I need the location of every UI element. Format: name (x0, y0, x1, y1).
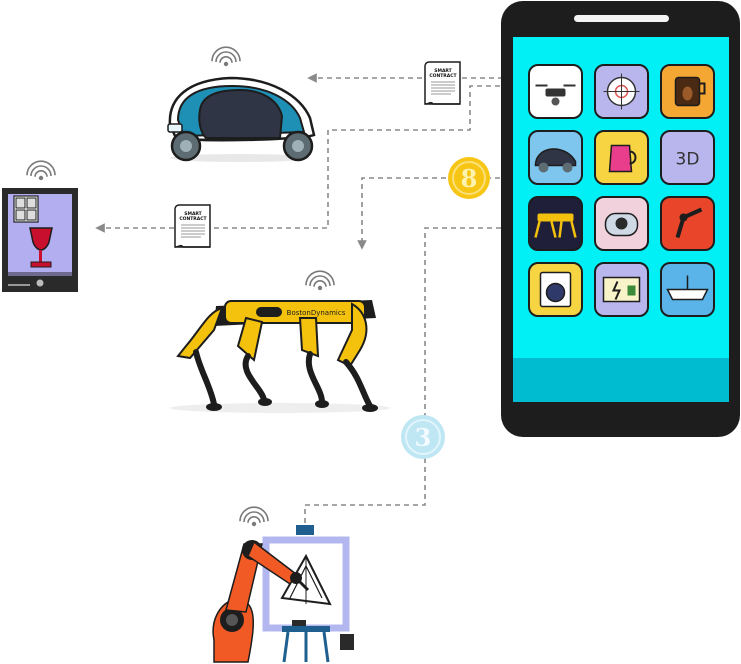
app-label: 3D (676, 150, 700, 170)
electric-car-icon[interactable] (528, 130, 583, 185)
kettle-icon[interactable] (594, 130, 649, 185)
contract-line1: SMART (434, 68, 452, 74)
coin-label: 3 (415, 423, 432, 452)
charger-icon[interactable] (594, 262, 649, 317)
crypto-coin-gold: 8 (448, 157, 490, 199)
app-grid: 3D (528, 64, 715, 317)
smart-contract-doc-left: SMART CONTRACT (174, 204, 211, 248)
robot-arm-icon[interactable] (660, 196, 715, 251)
wifi-icon-robotdog (305, 270, 335, 291)
ship-icon[interactable] (660, 262, 715, 317)
crypto-coin-pale: 3 (401, 415, 445, 459)
connector-phone-to-3dprinter (95, 85, 545, 233)
wifi-icon-car (211, 46, 241, 67)
phone-screen-footer (513, 358, 729, 402)
painting-robot-arm-illustration (212, 525, 354, 663)
robot-dog-brand: BostonDynamics (287, 309, 346, 317)
washing-machine-icon[interactable] (528, 262, 583, 317)
coin-label: 8 (461, 164, 478, 193)
smart-contract-doc-top: SMART CONTRACT (424, 61, 461, 105)
target-icon[interactable] (594, 64, 649, 119)
3d-printer-illustration (2, 188, 78, 292)
smartphone: 3D (501, 1, 740, 437)
robot-dog-illustration: BostonDynamics (170, 300, 390, 413)
contract-line1: SMART (184, 211, 202, 217)
robot-dog-icon[interactable] (528, 196, 583, 251)
wifi-icon-3dprinter (26, 160, 56, 181)
electric-car-illustration (167, 76, 316, 162)
wifi-icon-robotarm (239, 506, 269, 527)
phone-speaker (574, 15, 669, 22)
contract-line2: CONTRACT (179, 216, 207, 222)
contract-line2: CONTRACT (429, 73, 457, 79)
drone-icon[interactable] (528, 64, 583, 119)
3d-printer-app-icon[interactable]: 3D (660, 130, 715, 185)
connector-phone-to-robotdog (357, 177, 545, 250)
lock-icon[interactable] (594, 196, 649, 251)
coffee-icon[interactable] (660, 64, 715, 119)
